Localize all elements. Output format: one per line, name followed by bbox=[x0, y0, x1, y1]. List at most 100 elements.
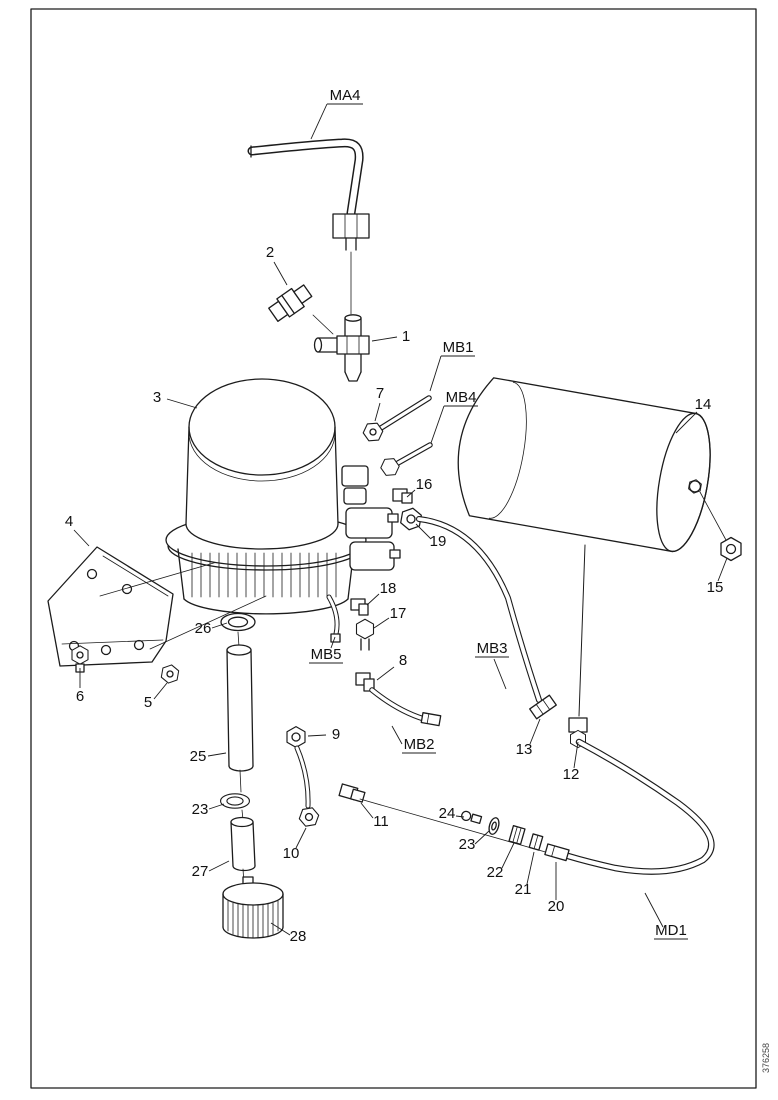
leader-7 bbox=[374, 402, 381, 422]
leader-ma4 bbox=[310, 103, 328, 140]
fitting-12 bbox=[568, 717, 588, 749]
fitting-18 bbox=[350, 598, 369, 616]
callout-23-left: 23 bbox=[192, 801, 209, 818]
callout-6: 6 bbox=[76, 688, 84, 705]
tube-25 bbox=[226, 644, 254, 772]
leader-9 bbox=[307, 734, 327, 737]
tank-port-axis bbox=[699, 491, 727, 541]
callout-19: 19 bbox=[430, 533, 447, 550]
leader-25 bbox=[207, 752, 227, 757]
leader-1 bbox=[371, 336, 398, 342]
bracket-4 bbox=[47, 546, 174, 667]
leader-21 bbox=[526, 851, 535, 885]
leader-23a bbox=[208, 803, 225, 810]
callout-4: 4 bbox=[65, 513, 73, 530]
fitting-13 bbox=[529, 694, 557, 720]
leader-15 bbox=[717, 557, 728, 582]
hose-mb5 bbox=[326, 594, 341, 643]
fitting-10 bbox=[297, 804, 321, 830]
callout-17: 17 bbox=[390, 605, 407, 622]
leader-2 bbox=[273, 261, 288, 286]
leader-md1 bbox=[644, 892, 664, 928]
tank-to-valve-line bbox=[578, 544, 586, 717]
leader-19 bbox=[415, 523, 432, 540]
callout-25: 25 bbox=[190, 748, 207, 765]
callout-28: 28 bbox=[290, 928, 307, 945]
hose-mb2 bbox=[369, 687, 442, 727]
hose-mb4 bbox=[395, 442, 433, 466]
leader-17 bbox=[373, 617, 390, 629]
callout-3: 3 bbox=[153, 389, 161, 406]
callout-9: 9 bbox=[332, 726, 340, 743]
leader-lines bbox=[73, 103, 728, 936]
fitting-24 bbox=[461, 810, 483, 825]
leader-24 bbox=[455, 815, 465, 818]
solenoid-block bbox=[345, 507, 401, 571]
leader-11 bbox=[360, 802, 374, 819]
fitting-17 bbox=[355, 618, 375, 651]
callout-24: 24 bbox=[439, 805, 456, 822]
leader-12 bbox=[573, 741, 579, 769]
fitting-2 bbox=[268, 284, 334, 335]
callout-2: 2 bbox=[266, 244, 274, 261]
air-tank-14 bbox=[457, 377, 711, 553]
pump-port-block bbox=[341, 465, 369, 505]
callout-8: 8 bbox=[399, 652, 407, 669]
callout-7: 7 bbox=[376, 385, 384, 402]
hose-mb3 bbox=[416, 516, 542, 703]
washer-23-right bbox=[488, 817, 500, 835]
leader-26 bbox=[211, 622, 228, 629]
callout-1: 1 bbox=[402, 328, 410, 345]
leader-23b bbox=[474, 830, 490, 845]
leader-13 bbox=[529, 718, 541, 745]
leader-mb4 bbox=[430, 405, 445, 444]
leader-mb1 bbox=[429, 355, 442, 392]
hose-md1 bbox=[564, 738, 715, 875]
hose-end-20 bbox=[544, 843, 570, 862]
cylinder-27 bbox=[230, 816, 256, 872]
pipe-ma4 bbox=[247, 138, 370, 315]
leader-5 bbox=[153, 682, 168, 700]
nut-22 bbox=[508, 825, 526, 845]
callout-labels: 1 2 3 4 5 6 7 8 9 10 11 12 13 14 15 16 1… bbox=[65, 87, 724, 945]
callout-27: 27 bbox=[192, 863, 209, 880]
pump-fins bbox=[177, 548, 355, 615]
doc-number: 376258 bbox=[761, 1043, 771, 1073]
callout-10: 10 bbox=[283, 845, 300, 862]
label-mb3: MB3 bbox=[477, 640, 508, 657]
callout-16: 16 bbox=[416, 476, 433, 493]
hose-9-10 bbox=[294, 745, 311, 809]
hose-end-axis bbox=[359, 798, 557, 856]
leader-18 bbox=[366, 593, 380, 606]
label-md1: MD1 bbox=[655, 922, 687, 939]
filter-cap-28 bbox=[222, 876, 284, 939]
callout-12: 12 bbox=[563, 766, 580, 783]
label-underlines bbox=[309, 103, 688, 940]
callout-21: 21 bbox=[515, 881, 532, 898]
label-mb2: MB2 bbox=[404, 736, 435, 753]
leader-14 bbox=[675, 411, 698, 434]
nut-21 bbox=[528, 833, 544, 851]
fitting-16 bbox=[392, 488, 413, 504]
fitting-7 bbox=[360, 418, 386, 446]
leader-8 bbox=[376, 666, 395, 681]
ring-23-left bbox=[219, 793, 251, 809]
callout-22: 22 bbox=[487, 864, 504, 881]
leader-28 bbox=[270, 922, 291, 936]
callout-26: 26 bbox=[195, 620, 212, 637]
leader-mb2 bbox=[391, 725, 403, 745]
tee-fitting-1 bbox=[313, 314, 370, 382]
label-mb4: MB4 bbox=[446, 389, 477, 406]
page-border bbox=[30, 8, 757, 1089]
fitting-9 bbox=[286, 726, 306, 748]
leader-3 bbox=[166, 398, 198, 409]
leader-mb3 bbox=[493, 658, 507, 690]
label-ma4: MA4 bbox=[330, 87, 361, 104]
callout-15: 15 bbox=[707, 579, 724, 596]
fitting-11 bbox=[338, 783, 366, 803]
callout-23-right: 23 bbox=[459, 836, 476, 853]
callout-13: 13 bbox=[516, 741, 533, 758]
leader-27 bbox=[208, 860, 230, 872]
leader-10 bbox=[295, 827, 307, 849]
